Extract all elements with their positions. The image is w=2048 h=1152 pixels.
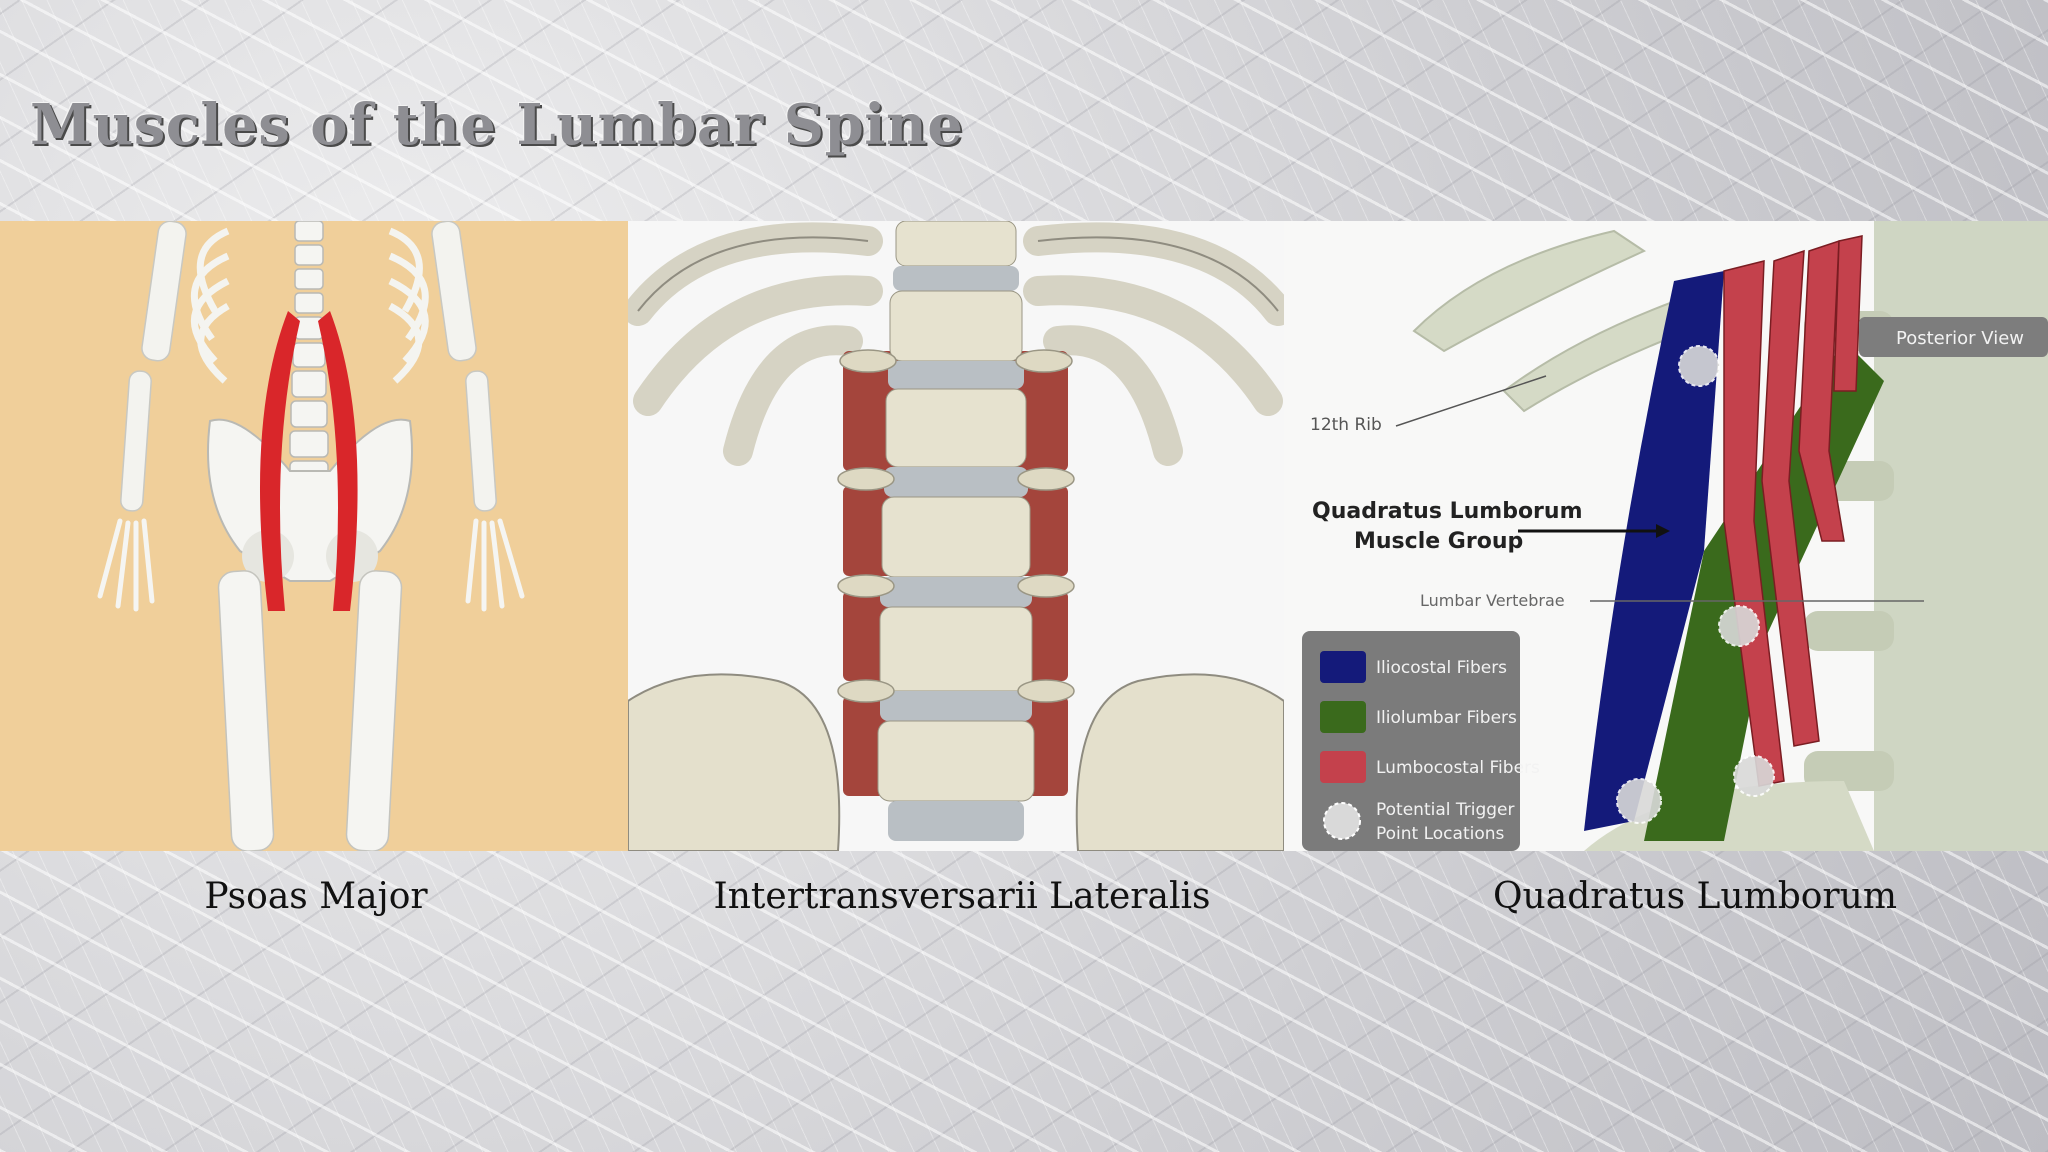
legend-trigger-line1: Potential Trigger [1376, 800, 1515, 820]
rib-label: 12th Rib [1310, 415, 1382, 435]
legend-lumbocostal: Lumbocostal Fibers [1376, 758, 1540, 778]
legend-iliocostal: Iliocostal Fibers [1376, 658, 1507, 678]
legend-trigger-line2: Point Locations [1376, 824, 1505, 844]
posterior-view-label: Posterior View [1896, 328, 2024, 349]
muscle-group-label-line2: Muscle Group [1354, 529, 1523, 554]
intertransversarii-image [628, 221, 1284, 851]
legend-iliolumbar: Iliolumbar Fibers [1376, 708, 1517, 728]
lumbar-vertebrae-label: Lumbar Vertebrae [1420, 591, 1565, 610]
quadratus-lumborum-image: Posterior View 12th Rib Quadratus Lumbor… [1284, 221, 2048, 851]
caption-quadratus-lumborum: Quadratus Lumborum [1493, 876, 1897, 917]
psoas-major-image [0, 221, 628, 851]
muscle-group-label-line1: Quadratus Lumborum [1312, 499, 1583, 524]
caption-intertransversarii: Intertransversarii Lateralis [713, 876, 1211, 917]
caption-psoas-major: Psoas Major [204, 876, 428, 917]
slide-title: Muscles of the Lumbar Spine [30, 92, 964, 158]
